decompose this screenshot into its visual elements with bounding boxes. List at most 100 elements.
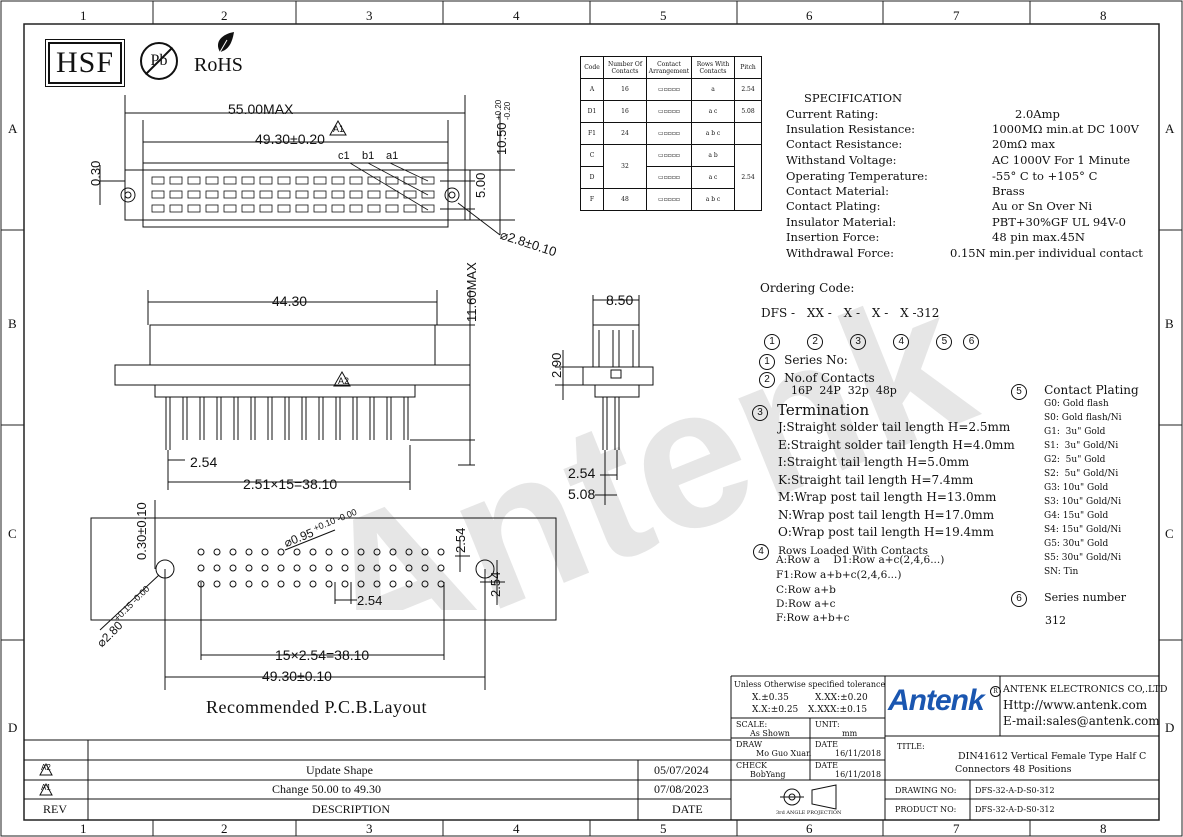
company-email[interactable]: E-mail:sales@antenk.com <box>1003 714 1160 728</box>
table-cell: 2.54 <box>734 144 762 211</box>
plating-label: Contact Plating <box>1044 383 1139 397</box>
rows-item: D:Row a+c <box>776 598 836 610</box>
contacts-label: No.of Contacts <box>784 371 875 385</box>
zone-row-b-right: B <box>1165 316 1174 331</box>
unit-label: UNIT: <box>815 720 840 729</box>
zone-row-a-right: A <box>1165 121 1175 136</box>
spec-value: PBT+30%GF UL 94V-0 <box>992 215 1126 229</box>
table-cell: a b c <box>691 188 735 211</box>
series-number-value: 312 <box>1045 614 1066 627</box>
rohs-logo: RoHS <box>194 32 244 77</box>
description-header: DESCRIPTION <box>312 802 391 816</box>
spec-label: Insertion Force: <box>786 230 880 244</box>
zone-col-8: 8 <box>1100 8 1107 23</box>
rows-label: Rows Loaded With Contacts <box>778 545 928 557</box>
contacts-options: 16P 24P 32p 48p <box>791 384 897 397</box>
plating-item: G1: 3u" Gold <box>1044 427 1106 437</box>
hsf-logo: HSF <box>45 39 125 87</box>
dim-body-length: 44.30 <box>272 293 308 309</box>
plating-item: S3: 10u" Gold/Ni <box>1044 497 1122 507</box>
draw-label: DRAW <box>736 740 763 749</box>
dim-side-width: 8.50 <box>606 292 634 308</box>
code-num: 2 <box>807 334 824 350</box>
zone-row-a: A <box>8 121 18 136</box>
ordering-title: Ordering Code: <box>760 281 855 295</box>
table-cell: 5.08 <box>734 100 762 123</box>
rev-date: 07/08/2023 <box>654 782 709 796</box>
spec-value: 20mΩ max <box>992 137 1055 151</box>
rev-description: Update Shape <box>306 763 373 777</box>
spec-label: Contact Resistance: <box>786 137 903 151</box>
pcb-layout-drawing <box>90 500 557 690</box>
draw-date: 16/11/2018 <box>835 749 882 758</box>
tolerance-value: X.XX:±0.20 <box>815 693 868 703</box>
plating-item: S4: 15u" Gold/Ni <box>1044 525 1122 535</box>
zone-row-b: B <box>8 316 17 331</box>
tolerance-value: X.XXX:±0.15 <box>808 705 868 715</box>
ordering-series: 1 Series No: <box>759 349 848 370</box>
ordering-code: DFS - XX - X - X - X -312 <box>761 306 940 320</box>
company-logo: Antenk <box>888 684 985 717</box>
code-num: 5 <box>936 334 953 350</box>
spec-value: AC 1000V For 1 Minute <box>992 153 1131 167</box>
termination-item: M:Wrap post tail length H=13.0mm <box>778 490 997 504</box>
zone-col-4-bottom: 4 <box>513 821 520 836</box>
company-website[interactable]: Http://www.antenk.com <box>1003 698 1148 712</box>
termination-item: K:Straight tail length H=7.4mm <box>778 473 974 487</box>
zone-row-c: C <box>8 526 17 541</box>
plating-item: G3: 10u" Gold <box>1044 483 1109 493</box>
watermark: Antenk <box>286 247 990 610</box>
top-view-drawing <box>99 95 515 236</box>
plating-item: G0: Gold flash <box>1044 399 1109 409</box>
label-b1: b1 <box>362 150 375 162</box>
zone-col-2-bottom: 2 <box>221 821 228 836</box>
num-badge: 4 <box>753 544 769 560</box>
zone-col-3-bottom: 3 <box>366 821 373 836</box>
zone-col-5: 5 <box>660 8 667 23</box>
front-view-drawing <box>114 290 475 490</box>
check-date: 16/11/2018 <box>835 770 882 779</box>
code-num: 1 <box>764 334 780 350</box>
dim-side-row: 2.54 <box>568 465 596 481</box>
dim-pitch-width: 49.30±0.20 <box>255 131 325 147</box>
title-label: TITLE: <box>897 742 925 751</box>
dim-pcb-width: 49.30±0.10 <box>262 668 332 684</box>
pcb-caption: Recommended P.C.B.Layout <box>206 697 427 717</box>
ordering-rows: 4 Rows Loaded With Contacts <box>753 539 928 560</box>
drawing-no: DFS-32-A-D-S0-312 <box>975 786 1055 795</box>
drawing-no-label: DRAWING NO: <box>895 786 957 795</box>
num-badge: 6 <box>1011 591 1027 607</box>
code-part: X <box>843 306 853 320</box>
ordering-contacts: 2 No.of Contacts <box>759 367 875 388</box>
plating-item: S0: Gold flash/Ni <box>1044 413 1122 423</box>
zone-col-8-bottom: 8 <box>1100 821 1107 836</box>
zone-col-6: 6 <box>806 8 813 23</box>
draw-date-label: DATE <box>815 740 838 749</box>
product-no-label: PRODUCT NO: <box>895 805 957 814</box>
title-value-line1: DIN41612 Vertical Female Type Half C <box>958 751 1147 762</box>
rev-cell: A2 <box>41 763 51 772</box>
company-name: ANTENK ELECTRONICS CO,.LTD <box>1003 684 1168 695</box>
num-badge: 5 <box>1011 384 1027 400</box>
spec-label: Withdrawal Force: <box>786 246 894 260</box>
spec-value: 1000MΩ min.at DC 100V <box>992 122 1139 136</box>
num-badge: 3 <box>752 405 768 421</box>
tolerance-value: X.X:±0.25 <box>752 705 799 715</box>
termination-item: E:Straight solder tail length H=4.0mm <box>778 438 1015 452</box>
code-part: DFS <box>761 306 788 320</box>
dim-front-span: 2.51×15=38.10 <box>243 476 338 492</box>
plating-item: S1: 3u" Gold/Ni <box>1044 441 1119 451</box>
dim-pcb-pitch-x: 2.54 <box>357 593 383 608</box>
code-table-header: Rows With Contacts <box>691 56 735 79</box>
check-value: BobYang <box>750 770 786 779</box>
title-value-line2: Connectors 48 Positions <box>955 764 1072 775</box>
spec-label: Insulator Material: <box>786 215 897 229</box>
plating-item: G4: 15u" Gold <box>1044 511 1109 521</box>
spec-value: 0.15N min.per individual contact <box>950 246 1143 260</box>
ordering-plating: 5 Contact Plating <box>1011 379 1139 400</box>
side-view-drawing <box>555 295 654 505</box>
zone-col-5-bottom: 5 <box>660 821 667 836</box>
num-badge: 1 <box>759 354 775 370</box>
table-cell: 2.54 <box>734 78 762 101</box>
